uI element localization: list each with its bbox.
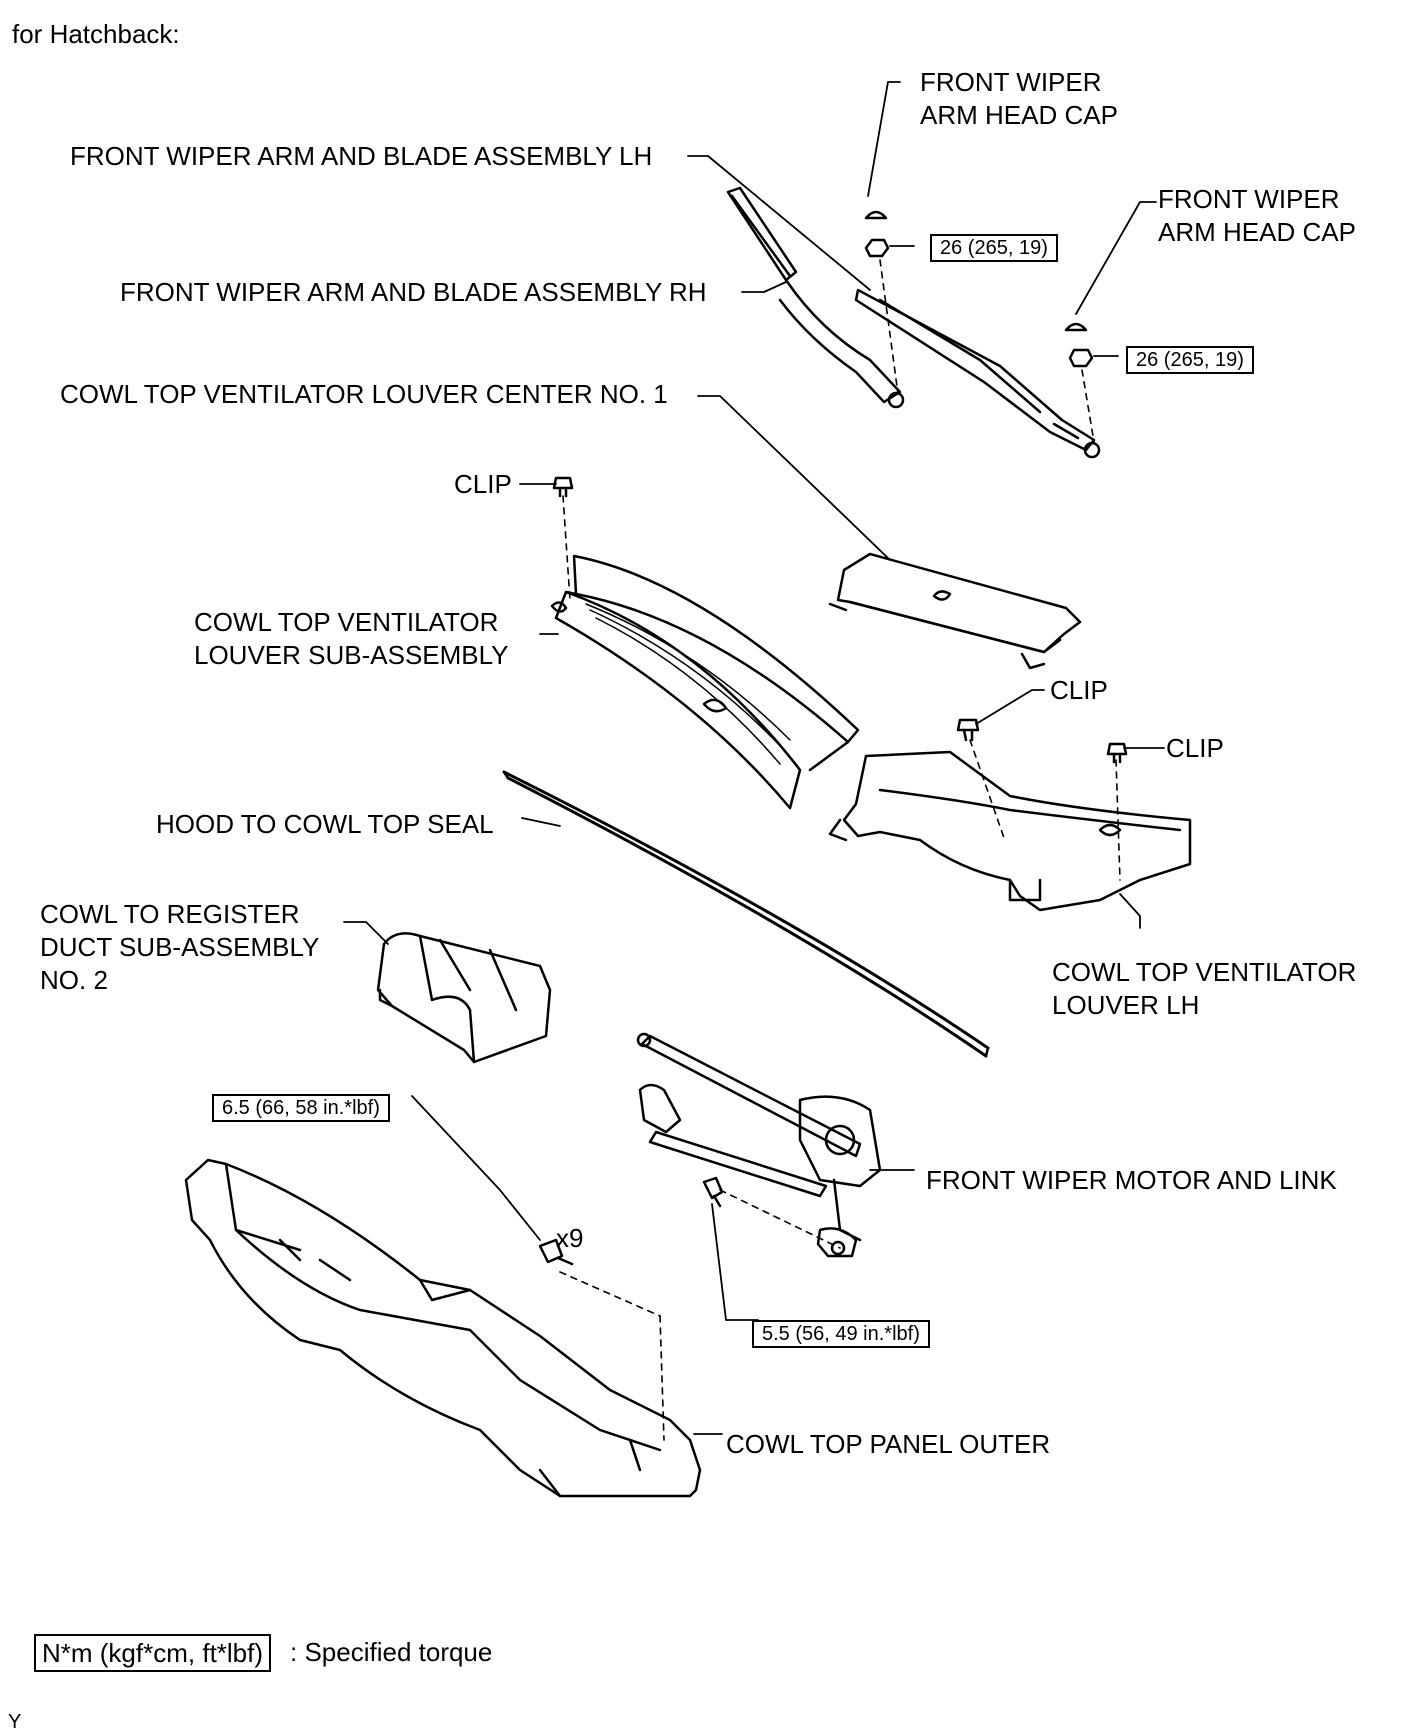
label-wiper-motor-link: FRONT WIPER MOTOR AND LINK (926, 1165, 1337, 1195)
bolt-parts-drawing (538, 1176, 724, 1266)
hood-seal-drawing (502, 770, 990, 1058)
label-x9: x9 (556, 1223, 584, 1253)
label-head-cap-2: FRONT WIPER ARM HEAD CAP (1158, 183, 1356, 249)
label-line: NO. 2 (40, 965, 108, 995)
label-line: LOUVER SUB-ASSEMBLY (194, 640, 509, 670)
label-line: LOUVER LH (1052, 990, 1200, 1020)
label-clip-1: CLIP (454, 469, 512, 499)
louver-sub-assembly-drawing (550, 554, 860, 810)
label-register-duct: COWL TO REGISTER DUCT SUB-ASSEMBLY NO. 2 (40, 898, 319, 997)
label-clip-2: CLIP (1050, 675, 1108, 705)
torque-box-head-cap-1: 26 (265, 19) (930, 234, 1058, 262)
label-line: COWL TO REGISTER (40, 899, 300, 929)
label-line: DUCT SUB-ASSEMBLY (40, 932, 320, 962)
clip-parts-drawing (552, 476, 1128, 764)
wiper-motor-link-drawing (636, 1032, 882, 1258)
register-duct-drawing (376, 932, 552, 1064)
legend-torque-box: N*m (kgf*cm, ft*lbf) (34, 1634, 272, 1672)
label-wiper-arm-lh: FRONT WIPER ARM AND BLADE ASSEMBLY LH (70, 141, 653, 171)
label-line: COWL TOP VENTILATOR (1052, 957, 1357, 987)
label-clip-3: CLIP (1166, 733, 1224, 763)
label-cowl-top-panel-outer: COWL TOP PANEL OUTER (726, 1429, 1051, 1459)
label-line: ARM HEAD CAP (920, 100, 1118, 130)
footer-code: Y (8, 1711, 22, 1733)
cowl-top-panel-outer-drawing (184, 1158, 702, 1498)
torque-box-panel-bolts: 6.5 (66, 58 in.*lbf) (212, 1094, 390, 1122)
wiper-arm-lh-drawing (854, 288, 1101, 459)
label-louver-lh: COWL TOP VENTILATOR LOUVER LH (1052, 956, 1356, 1022)
legend-text: : Specified torque (290, 1637, 493, 1667)
label-line: FRONT WIPER (1158, 184, 1340, 214)
wiper-arm-rh-drawing (726, 186, 905, 409)
label-line: FRONT WIPER (920, 67, 1102, 97)
label-hood-seal: HOOD TO COWL TOP SEAL (156, 809, 494, 839)
heading-for-hatchback: for Hatchback: (12, 19, 180, 49)
louver-center-no1-drawing (828, 552, 1082, 670)
louver-lh-drawing (828, 750, 1192, 912)
label-wiper-arm-rh: FRONT WIPER ARM AND BLADE ASSEMBLY RH (120, 277, 707, 307)
torque-box-motor-bolt: 5.5 (56, 49 in.*lbf) (752, 1320, 930, 1348)
leader-lines (343, 81, 1165, 1435)
label-louver-center-no1: COWL TOP VENTILATOR LOUVER CENTER NO. 1 (60, 379, 668, 409)
torque-box-head-cap-2: 26 (265, 19) (1126, 346, 1254, 374)
head-caps-and-nuts-drawing (864, 210, 1094, 368)
label-louver-sub-assembly: COWL TOP VENTILATOR LOUVER SUB-ASSEMBLY (194, 606, 509, 672)
label-head-cap-1: FRONT WIPER ARM HEAD CAP (920, 66, 1118, 132)
label-line: ARM HEAD CAP (1158, 217, 1356, 247)
label-line: COWL TOP VENTILATOR (194, 607, 499, 637)
